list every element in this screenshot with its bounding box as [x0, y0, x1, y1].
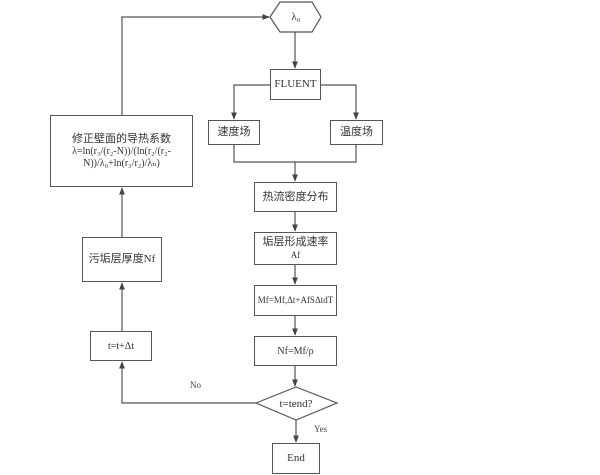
fouling-rate-symbol: Af	[290, 249, 301, 260]
no-label: No	[190, 380, 201, 390]
thickness-calc-formula: Nf=Mf/ρ	[277, 345, 314, 357]
fouling-rate-label: 垢层形成速率	[262, 235, 329, 248]
correction-formula-line1: λ=ln(r₃/(r₂-N))/(ln(r₂/(r₂-	[72, 146, 171, 157]
mass-box: Mf=Mf,Δt+AfSΔtdT	[254, 285, 337, 316]
mass-formula: Mf=Mf,Δt+AfSΔtdT	[257, 295, 334, 305]
fluent-box: FLUENT	[270, 69, 321, 100]
correction-box: 修正壁面的导热系数 λ=ln(r₃/(r₂-N))/(ln(r₂/(r₂- N)…	[50, 115, 193, 187]
start-node: λ₀	[280, 2, 312, 32]
edge-decision-timestep	[119, 361, 256, 404]
fouling-rate-box: 垢层形成速率 Af	[254, 232, 337, 265]
start-hexagon-shape	[269, 1, 322, 33]
edge-fluent-temperature	[320, 84, 359, 120]
fouling-thickness-label: 污垢层厚度Nf	[88, 253, 156, 265]
time-step-label: t=t+Δt	[107, 340, 135, 352]
velocity-field-label: 速度场	[217, 126, 251, 138]
decision-node: t=tend?	[262, 390, 330, 417]
end-box: End	[272, 443, 320, 474]
fluent-label: FLUENT	[274, 78, 317, 90]
start-label: λ₀	[291, 11, 301, 23]
time-step-box: t=t+Δt	[90, 331, 152, 361]
edge-correction-start	[121, 14, 270, 115]
temperature-field-box: 温度场	[330, 120, 383, 145]
correction-title: 修正壁面的导热系数	[72, 133, 171, 145]
temperature-field-label: 温度场	[340, 126, 373, 138]
end-label: End	[287, 452, 305, 464]
decision-diamond-shape	[254, 386, 339, 421]
heat-flux-box: 热流密度分布	[254, 182, 337, 212]
edge-fluent-velocity	[231, 84, 270, 120]
velocity-field-box: 速度场	[208, 120, 260, 145]
correction-formula-line2: N))/λ₀+ln(r₃/r₂)/λₙ)	[83, 158, 160, 169]
thickness-calc-box: Nf=Mf/ρ	[254, 336, 337, 366]
heat-flux-label: 热流密度分布	[262, 190, 329, 203]
decision-label: t=tend?	[279, 397, 313, 410]
yes-label: Yes	[314, 424, 328, 434]
edge-velocity-merge	[233, 145, 357, 163]
fouling-thickness-box: 污垢层厚度Nf	[82, 237, 162, 282]
